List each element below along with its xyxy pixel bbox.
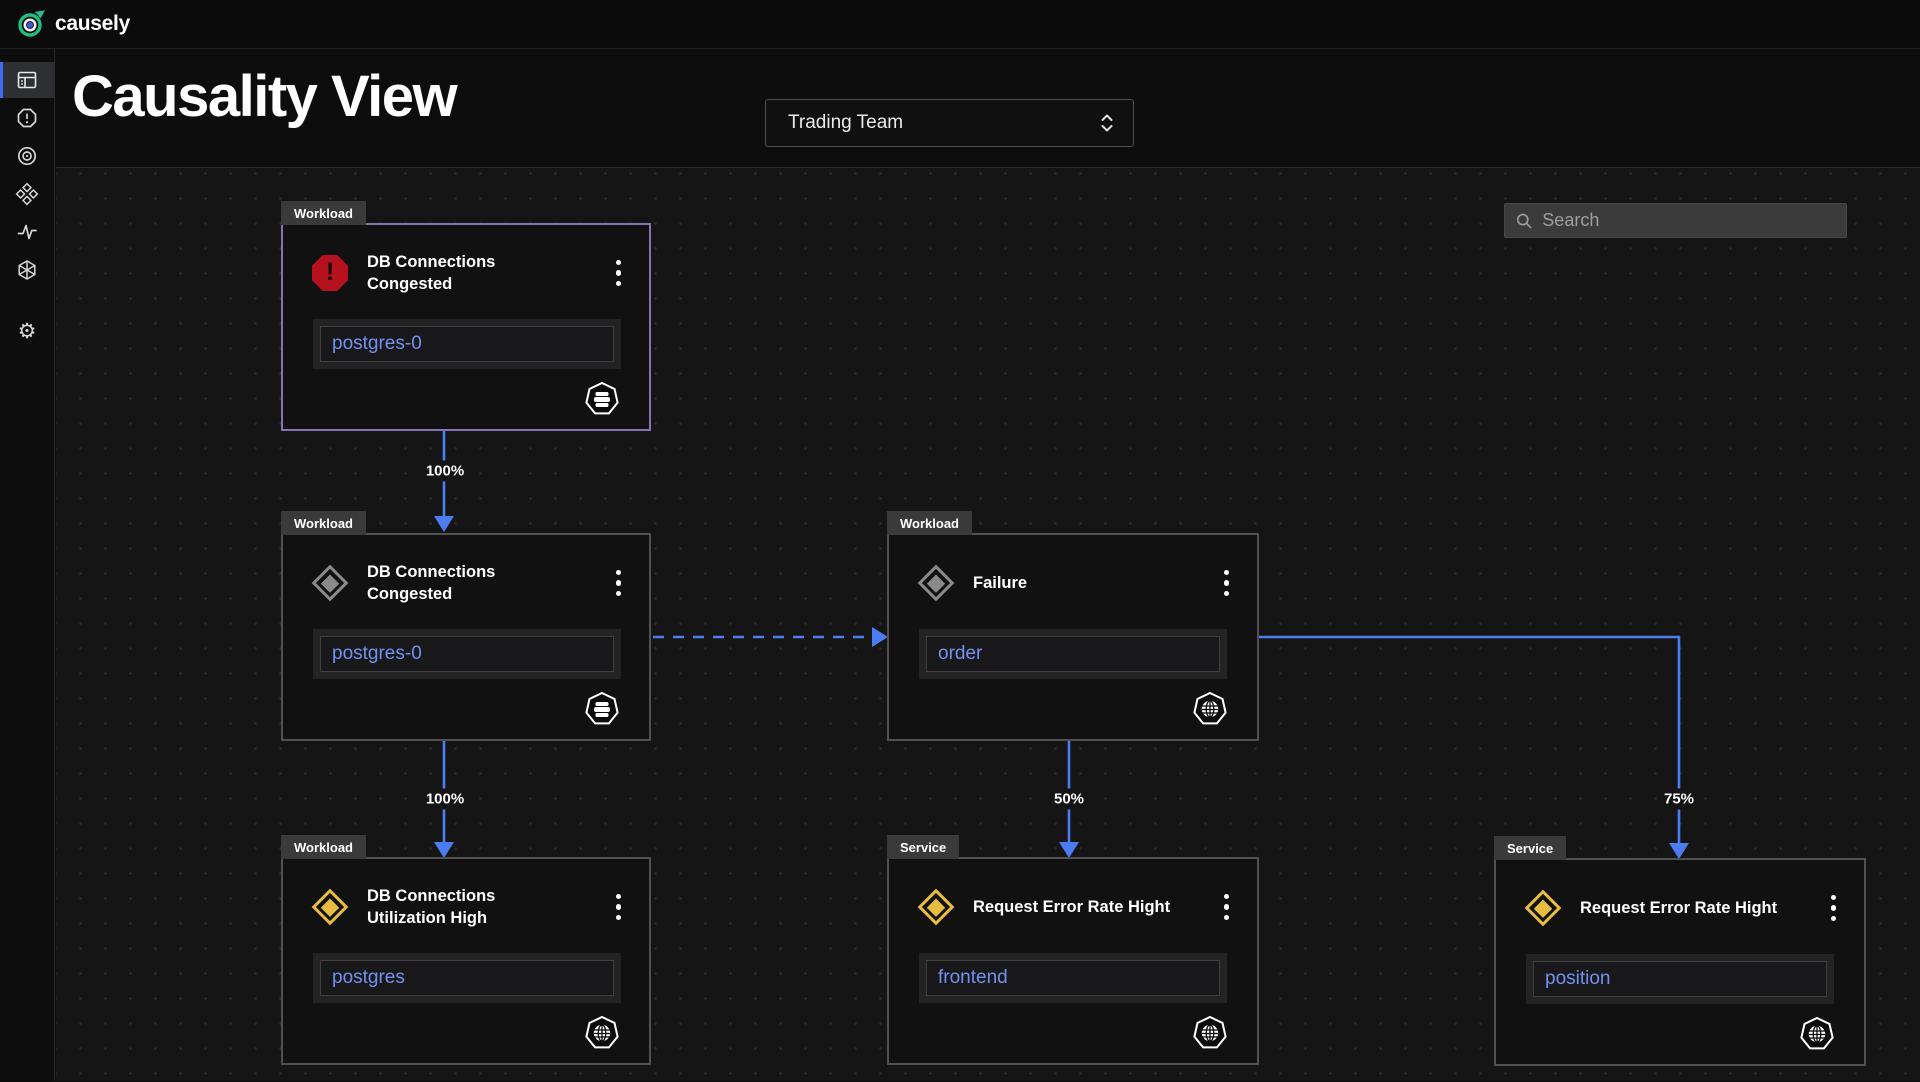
edge-label-50: 50% bbox=[1048, 788, 1090, 810]
entity-container: position bbox=[1526, 954, 1834, 1004]
node-request-error-rate-position[interactable]: Service Request Error Rate Hight positio… bbox=[1494, 836, 1866, 1066]
dashboard-icon bbox=[17, 71, 37, 89]
node-failure[interactable]: Workload Failure order bbox=[887, 511, 1259, 741]
node-menu-button[interactable] bbox=[1220, 890, 1234, 925]
sidebar-item-root-causes[interactable] bbox=[0, 138, 54, 174]
edge-label-100-a: 100% bbox=[420, 460, 470, 482]
globe-heptagon-icon bbox=[585, 1015, 619, 1049]
sidebar-item-topology[interactable] bbox=[0, 252, 54, 288]
diamond-gray-icon bbox=[311, 564, 349, 602]
arrowhead-n5 bbox=[1059, 842, 1079, 858]
node-db-connections-utilization-high[interactable]: Workload DB Connections Utilization High… bbox=[281, 835, 651, 1065]
node-title: Request Error Rate Hight bbox=[1580, 899, 1778, 917]
node-header: ! DB Connections Congested bbox=[311, 249, 625, 297]
entity-container: postgres bbox=[313, 953, 621, 1003]
entity-container: postgres-0 bbox=[313, 319, 621, 369]
entity-link[interactable]: order bbox=[926, 636, 1220, 672]
node-header: Failure bbox=[917, 559, 1233, 607]
node-header: Request Error Rate Hight bbox=[1524, 884, 1840, 932]
node-type-tag: Workload bbox=[281, 835, 366, 859]
top-bar: causely bbox=[0, 0, 1920, 49]
entity-link[interactable]: postgres-0 bbox=[320, 326, 614, 362]
hex-wheel-icon bbox=[18, 260, 36, 280]
sidebar-item-metrics[interactable] bbox=[0, 214, 54, 250]
edge-label-75: 75% bbox=[1658, 788, 1700, 810]
team-selector-value: Trading Team bbox=[788, 112, 904, 133]
node-db-connections-congested-root[interactable]: Workload ! DB Connections Congested post… bbox=[281, 201, 651, 431]
arrowhead-n3 bbox=[872, 627, 888, 647]
sidebar-item-alerts[interactable] bbox=[0, 100, 54, 136]
team-selector[interactable]: Trading Team bbox=[765, 99, 1134, 147]
sidebar: ⚙ bbox=[0, 49, 55, 1081]
diamond-yellow-icon bbox=[917, 888, 955, 926]
database-heptagon-icon bbox=[585, 381, 619, 415]
node-title: Request Error Rate Hight bbox=[973, 898, 1171, 916]
brand-name: causely bbox=[55, 12, 130, 35]
edge-label-100-b: 100% bbox=[420, 788, 470, 810]
node-menu-button[interactable] bbox=[612, 256, 626, 291]
entity-container: order bbox=[919, 629, 1227, 679]
entity-container: postgres-0 bbox=[313, 629, 621, 679]
brand[interactable]: causely bbox=[16, 9, 130, 39]
globe-heptagon-icon bbox=[1800, 1016, 1834, 1050]
gear-icon: ⚙ bbox=[17, 318, 37, 343]
sidebar-item-services[interactable] bbox=[0, 176, 54, 212]
graph-search[interactable] bbox=[1504, 203, 1847, 238]
edge-n3-n6 bbox=[1259, 635, 1681, 843]
sidebar-item-dashboard[interactable] bbox=[0, 62, 54, 98]
diamond-yellow-icon bbox=[1524, 889, 1562, 927]
target-circles-icon bbox=[17, 146, 37, 166]
search-icon bbox=[1516, 213, 1532, 228]
node-menu-button[interactable] bbox=[1220, 566, 1234, 601]
node-header: DB Connections Congested bbox=[311, 559, 625, 607]
diamonds-cluster-icon bbox=[15, 182, 39, 206]
page-title: Causality View bbox=[72, 64, 458, 129]
node-header: DB Connections Utilization High bbox=[311, 883, 625, 931]
node-title: Failure bbox=[973, 574, 1028, 592]
database-heptagon-icon bbox=[585, 691, 619, 725]
entity-link[interactable]: postgres-0 bbox=[320, 636, 614, 672]
node-title: DB Connections Utilization High bbox=[367, 887, 496, 927]
node-type-tag: Workload bbox=[887, 511, 972, 535]
diamond-yellow-icon bbox=[311, 888, 349, 926]
arrowhead-n4 bbox=[434, 842, 454, 858]
causality-graph-canvas[interactable]: 100% 100% 50% 75% Workload ! DB Connecti… bbox=[56, 167, 1920, 1081]
diamond-gray-icon bbox=[917, 564, 955, 602]
node-db-connections-congested[interactable]: Workload DB Connections Congested postgr… bbox=[281, 511, 651, 741]
sidebar-item-settings[interactable]: ⚙ bbox=[0, 313, 54, 349]
entity-container: frontend bbox=[919, 953, 1227, 1003]
globe-heptagon-icon bbox=[1193, 1015, 1227, 1049]
node-type-tag: Service bbox=[1494, 836, 1567, 860]
node-menu-button[interactable] bbox=[612, 566, 626, 601]
entity-link[interactable]: postgres bbox=[320, 960, 614, 996]
node-header: Request Error Rate Hight bbox=[917, 883, 1233, 931]
node-request-error-rate-frontend[interactable]: Service Request Error Rate Hight fronten… bbox=[887, 835, 1259, 1065]
node-type-tag: Service bbox=[887, 835, 960, 859]
arrowhead-n6 bbox=[1669, 843, 1689, 859]
alert-hexagon-icon bbox=[17, 108, 37, 128]
entity-link[interactable]: position bbox=[1533, 961, 1827, 997]
arrowhead-n2 bbox=[434, 516, 454, 532]
alert-octagon-red-icon: ! bbox=[311, 254, 349, 292]
node-menu-button[interactable] bbox=[612, 890, 626, 925]
node-menu-button[interactable] bbox=[1827, 891, 1841, 926]
node-title: DB Connections Congested bbox=[367, 253, 496, 293]
node-title: DB Connections Congested bbox=[367, 563, 496, 603]
search-input[interactable] bbox=[1542, 210, 1836, 231]
node-type-tag: Workload bbox=[281, 511, 366, 535]
node-type-tag: Workload bbox=[281, 201, 366, 225]
entity-link[interactable]: frontend bbox=[926, 960, 1220, 996]
causely-logo-icon bbox=[18, 10, 45, 37]
globe-heptagon-icon bbox=[1193, 691, 1227, 725]
pulse-icon bbox=[17, 224, 37, 240]
chevron-up-down-icon bbox=[1101, 114, 1113, 132]
page-header: Causality View Trading Team bbox=[56, 49, 1920, 167]
